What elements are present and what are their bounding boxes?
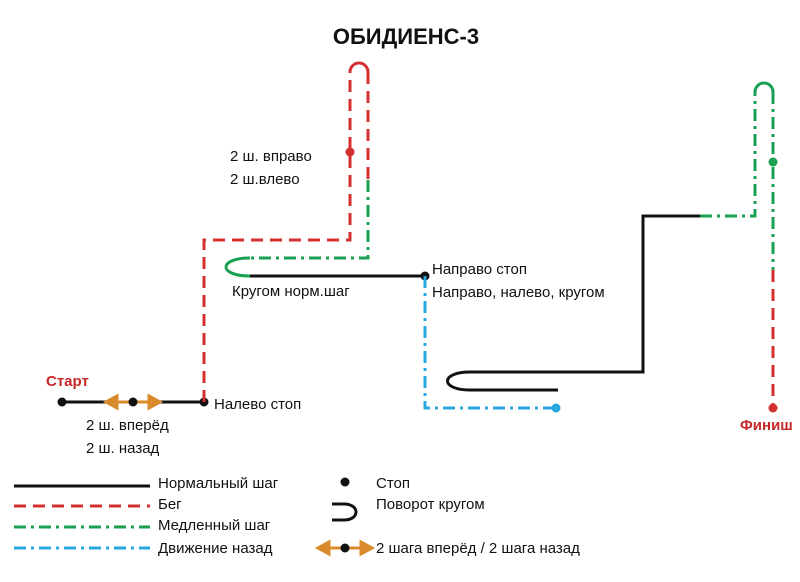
legend-about-turn-icon	[332, 502, 358, 522]
stop-dot-backward-end	[551, 403, 561, 413]
legend-stop-dot	[340, 477, 350, 487]
diagram-title: ОБИДИЕНС-3	[333, 24, 479, 49]
legend-backward-label: Движение назад	[158, 540, 273, 557]
path-slow-about-turn	[224, 256, 251, 278]
label-fwd-back-1: 2 ш. вперёд	[86, 417, 169, 434]
label-left-stop: Налево стоп	[214, 396, 301, 413]
legend-about-turn-label: Поворот кругом	[376, 496, 485, 513]
legend-normal-label: Нормальный шаг	[158, 475, 279, 492]
legend-run-label: Бег	[158, 496, 182, 513]
path-slow-about-turn-2	[753, 81, 775, 93]
label-right-left-about: Направо, налево, кругом	[432, 284, 605, 301]
stop-dot-start	[57, 397, 67, 407]
label-start: Старт	[46, 373, 89, 390]
path-slow-1	[250, 180, 370, 260]
path-normal-about-turn	[446, 214, 700, 392]
legend-fwd-back-dot	[340, 543, 350, 553]
label-about-turn-normal: Кругом норм.шаг	[232, 283, 350, 300]
label-right-left-1: 2 ш. вправо	[230, 148, 312, 165]
path-slow-2	[700, 92, 757, 218]
legend-stop-label: Стоп	[376, 475, 410, 492]
label-right-stop: Направо стоп	[432, 261, 527, 278]
stop-dot-right-left	[345, 147, 355, 157]
stop-dot-slow	[768, 157, 778, 167]
legend-slow-label: Медленный шаг	[158, 517, 271, 534]
path-run-about-turn	[348, 61, 370, 73]
path-run-1	[202, 72, 352, 402]
legend: Нормальный шаг Бег Медленный шаг Движени…	[14, 475, 580, 557]
label-fwd-back-2: 2 ш. назад	[86, 440, 160, 457]
label-finish: Финиш	[740, 417, 793, 434]
stop-dot-fwd-back	[128, 397, 138, 407]
stop-dot-finish	[768, 403, 778, 413]
legend-fwd-back-label: 2 шага вперёд / 2 шага назад	[376, 540, 580, 557]
path-backward	[423, 276, 556, 410]
label-right-left-2: 2 ш.влево	[230, 171, 300, 188]
fwd-back-arrow	[102, 393, 164, 411]
